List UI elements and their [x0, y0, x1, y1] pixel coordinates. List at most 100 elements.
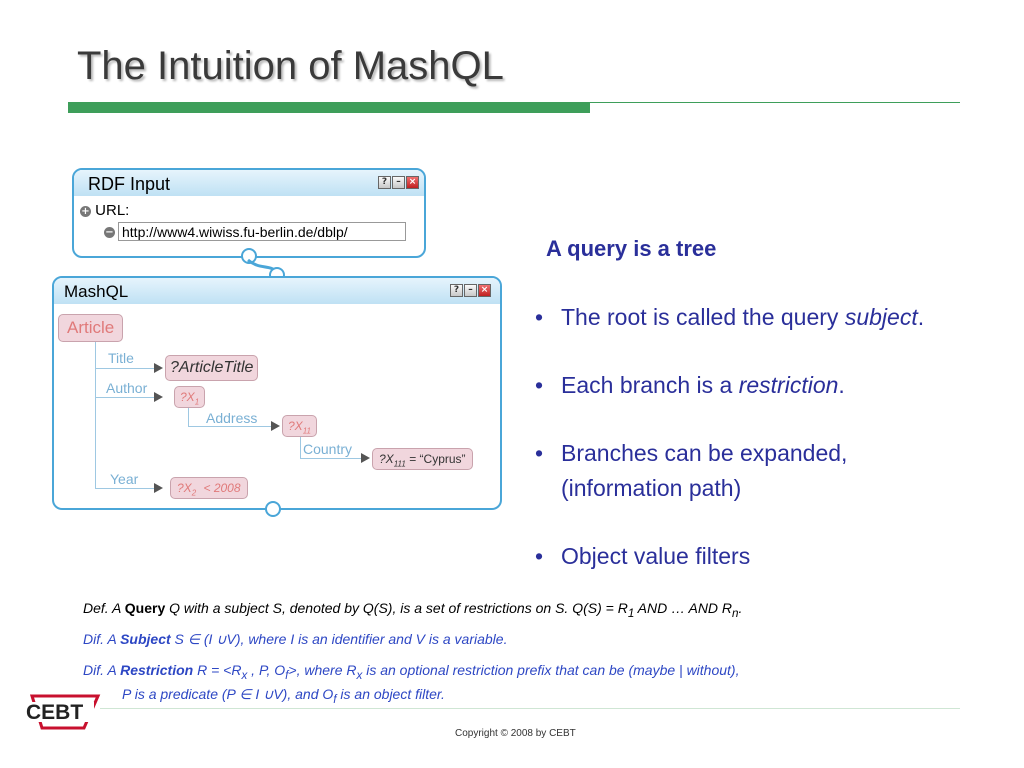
bullet-dot: •: [535, 372, 544, 398]
bullet-item: • Branches can be expanded,: [535, 440, 847, 467]
def-prefix: Dif. A: [83, 662, 121, 678]
predicate-country[interactable]: Country: [303, 441, 353, 457]
def-text: is an object filter.: [336, 686, 445, 702]
def-prefix: Def. A: [83, 600, 125, 616]
def-subscript: x: [356, 668, 363, 682]
def-subscript: f: [333, 692, 337, 706]
expand-plus-icon[interactable]: +: [80, 205, 91, 217]
arrow-icon: [154, 392, 163, 402]
def-text: S ∈ (I ∪V), where I is an identifier and…: [170, 631, 508, 647]
bullet-text-end: .: [838, 372, 845, 398]
def-term: Subject: [120, 631, 171, 647]
definition-restriction: Dif. A Restriction R = <Rx , P, Of>, whe…: [83, 662, 739, 682]
close-icon[interactable]: ×: [478, 284, 491, 297]
object-author-var[interactable]: ?X1: [174, 386, 206, 408]
predicate-title[interactable]: Title: [108, 350, 134, 366]
def-subscript: n: [732, 606, 739, 620]
variable-label: ?ArticleTitle: [170, 359, 254, 376]
def-term: Restriction: [120, 662, 194, 678]
tree-line: [95, 488, 155, 489]
mashql-panel: MashQL ? – ×: [52, 276, 502, 510]
def-prefix: Dif. A: [83, 631, 121, 647]
close-icon[interactable]: ×: [406, 176, 419, 189]
tree-line: [95, 397, 155, 398]
bullet-dot: •: [535, 440, 544, 466]
bullet-text: Each branch is a: [561, 372, 739, 398]
object-country-filter[interactable]: ?X111 = “Cyprus”: [372, 448, 473, 470]
object-article-title[interactable]: ?ArticleTitle: [165, 355, 259, 381]
bullet-dot: •: [535, 304, 544, 330]
arrow-icon: [154, 363, 163, 373]
variable-label: ?X: [177, 481, 192, 495]
variable-subscript: 11: [302, 426, 311, 436]
title-underline-bar: [68, 102, 590, 113]
copyright-text: Copyright © 2008 by CEBT: [455, 728, 576, 739]
help-icon[interactable]: ?: [378, 176, 391, 189]
section-heading: A query is a tree: [546, 236, 717, 261]
def-text: >, where R: [288, 662, 357, 678]
tree-line: [188, 406, 189, 426]
minimize-icon[interactable]: –: [392, 176, 405, 189]
rdf-output-connector[interactable]: [241, 248, 257, 264]
definition-query: Def. A Query Q with a subject S, denoted…: [83, 600, 742, 620]
def-text: P is a predicate (P ∈ I ∪V), and O: [122, 686, 334, 702]
rdf-input-panel-title: RDF Input: [88, 174, 171, 194]
arrow-icon: [361, 453, 370, 463]
url-label: URL:: [95, 202, 130, 219]
minimize-icon[interactable]: –: [464, 284, 477, 297]
bullet-emphasis: subject: [844, 304, 918, 330]
help-icon[interactable]: ?: [450, 284, 463, 297]
rdf-input-panel-header[interactable]: RDF Input ? – ×: [74, 170, 424, 196]
url-row: + URL:: [80, 202, 129, 219]
tree-line: [188, 426, 272, 427]
definition-restriction-line2: P is a predicate (P ∈ I ∪V), and Of is a…: [122, 686, 445, 706]
definition-subject: Dif. A Subject S ∈ (I ∪V), where I is an…: [83, 631, 507, 648]
filter-value: = “Cyprus”: [409, 452, 466, 466]
filter-value: < 2008: [203, 481, 241, 495]
def-text: AND … AND R: [634, 600, 733, 616]
bullet-continuation: (information path): [561, 475, 742, 501]
arrow-icon: [154, 483, 163, 493]
object-address-var[interactable]: ?X11: [282, 415, 317, 437]
svg-text:CEBT: CEBT: [26, 701, 83, 724]
slide-title: The Intuition of MashQL: [77, 44, 504, 88]
def-subscript: 1: [627, 606, 635, 620]
def-term: Query: [124, 600, 166, 616]
variable-subscript: 1: [194, 397, 200, 407]
variable-label: ?X: [379, 452, 394, 466]
collapse-minus-icon[interactable]: −: [104, 227, 115, 238]
predicate-address[interactable]: Address: [206, 410, 258, 426]
bullet-item: •Each branch is a restriction.: [535, 372, 845, 399]
query-subject-article[interactable]: Article: [58, 314, 124, 342]
rdf-input-panel: RDF Input ? – ×: [72, 168, 426, 258]
def-text: R = <R: [193, 662, 242, 678]
variable-label: ?X: [180, 390, 195, 404]
title-underline-line: [590, 102, 960, 103]
bullet-item: • Object value filters: [535, 543, 750, 570]
predicate-author[interactable]: Author: [106, 380, 148, 396]
variable-subscript: 111: [393, 459, 406, 469]
mashql-panel-title: MashQL: [64, 282, 129, 301]
bullet-dot: •: [535, 543, 544, 569]
bullet-text: The root is called the query: [561, 304, 845, 330]
variable-label: ?X: [288, 419, 303, 433]
bullet-text: Object value filters: [561, 543, 751, 569]
url-input[interactable]: http://www4.wiwiss.fu-berlin.de/dblp/: [118, 222, 406, 241]
def-text: .: [738, 600, 743, 616]
bullet-text: Branches can be expanded,: [561, 440, 848, 466]
footer-divider: [100, 708, 960, 709]
tree-line: [95, 368, 155, 369]
def-text: is an optional restriction prefix that c…: [362, 662, 740, 678]
def-subscript: x: [241, 668, 248, 682]
predicate-year[interactable]: Year: [110, 471, 139, 487]
def-text: , P, O: [247, 662, 286, 678]
mashql-panel-header[interactable]: MashQL ? – ×: [54, 278, 500, 304]
object-year-filter[interactable]: ?X2 < 2008: [170, 477, 248, 499]
mashql-output-connector[interactable]: [265, 501, 281, 517]
tree-line: [300, 458, 362, 459]
cebt-logo: CEBT: [24, 694, 101, 730]
bullet-item: •The root is called the query subject.: [535, 304, 924, 331]
arrow-icon: [271, 421, 280, 431]
def-text: Q with a subject S, denoted by Q(S), is …: [165, 600, 628, 616]
variable-subscript: 2: [191, 488, 197, 498]
